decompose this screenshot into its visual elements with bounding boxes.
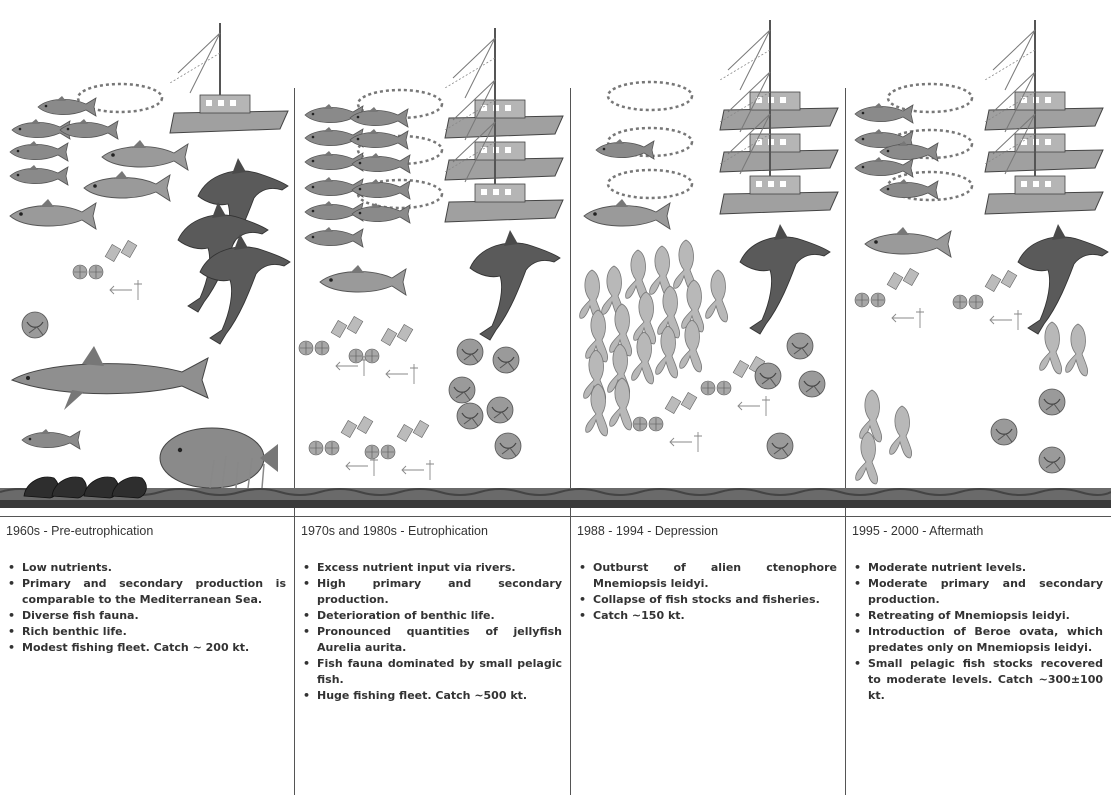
caption-divider [0,516,1111,517]
fish-icon [10,199,96,229]
jellyfish-icon [755,363,781,389]
list-item: Small pelagic fish stocks recovered to m… [852,656,1103,704]
fish-icon [38,96,96,116]
list-item: Excess nutrient input via rivers. [301,560,562,576]
plankton-icon [73,240,142,300]
fishing-boat-icon [170,23,288,133]
shark-icon [12,346,208,410]
ctenophore-icon [706,270,728,322]
jellyfish-icon [487,397,513,423]
panel-title: 1995 - 2000 - Aftermath [852,524,1103,538]
panel-1-caption: 1960s - Pre-eutrophication Low nutrients… [0,518,294,793]
panel-3-scene [580,20,838,459]
plankton-icon [365,420,434,480]
plankton-icon [349,324,418,384]
net-icon [608,170,692,198]
list-item: Introduction of Beroe ovata, which preda… [852,624,1103,656]
ctenophore-icon [1066,324,1088,376]
mussel-icon [52,477,86,498]
fish-icon [320,265,406,295]
panel-title: 1988 - 1994 - Depression [577,524,837,538]
fishing-boat-icon [985,20,1103,130]
fish-icon [596,139,654,159]
panel-2-scene [299,28,563,480]
list-item: Catch ~150 kt. [577,608,837,624]
mussel-icon [112,477,146,498]
jellyfish-icon [495,433,521,459]
fishing-boat-icon [445,28,563,138]
jellyfish-icon [493,347,519,373]
ctenophore-icon [890,406,912,458]
list-item: Moderate primary and secondary productio… [852,576,1103,608]
net-icon [608,82,692,110]
plankton-icon [299,316,368,376]
ctenophore-icon [856,432,878,484]
list-item: Collapse of fish stocks and fisheries. [577,592,837,608]
plankton-icon [953,270,1022,330]
fish-icon [22,429,80,449]
list-item: Fish fauna dominated by small pelagic fi… [301,656,562,688]
jellyfish-icon [1039,447,1065,473]
list-item: Retreating of Mnemiopsis leidyi. [852,608,1103,624]
fishing-boat-icon [720,20,838,130]
panel-4-caption: 1995 - 2000 - Aftermath Moderate nutrien… [846,518,1111,793]
jellyfish-icon [22,312,48,338]
jellyfish-icon [991,419,1017,445]
panel-title: 1970s and 1980s - Eutrophication [301,524,562,538]
panel-2-caption: 1970s and 1980s - Eutrophication Excess … [295,518,570,793]
fish-icon [305,151,363,171]
plankton-icon [855,268,924,328]
fish-icon [10,141,68,161]
list-item: Primary and secondary production is comp… [6,576,286,608]
fish-icon [855,103,913,123]
bullet-list: Excess nutrient input via rivers. High p… [301,560,562,704]
list-item: Huge fishing fleet. Catch ~500 kt. [301,688,562,704]
fish-icon [865,227,951,257]
plankton-icon [633,392,702,452]
dolphin-icon [1018,224,1108,334]
jellyfish-icon [457,403,483,429]
jellyfish-icon [767,433,793,459]
list-item: High primary and secondary production. [301,576,562,608]
jellyfish-icon [799,371,825,397]
panel-4-scene [855,20,1108,484]
panel-1-scene [10,23,290,498]
dolphin-icon [740,224,830,334]
panel-3-caption: 1988 - 1994 - Depression Outburst of ali… [571,518,845,793]
fish-icon [584,199,670,229]
bullet-list: Low nutrients. Primary and secondary pro… [6,560,286,656]
list-item: Diverse fish fauna. [6,608,286,624]
fish-icon [305,201,363,221]
fish-icon [84,171,170,201]
jellyfish-icon [787,333,813,359]
list-item: Pronounced quantities of jellyfish Aurel… [301,624,562,656]
ctenophore-icon [1040,322,1062,374]
flatfish-icon [160,428,278,488]
fish-icon [305,227,363,247]
net-icon [888,84,972,112]
fish-icon [305,177,363,197]
dolphin-icon [470,230,560,340]
list-item: Modest fishing fleet. Catch ~ 200 kt. [6,640,286,656]
list-item: Deterioration of benthic life. [301,608,562,624]
jellyfish-icon [449,377,475,403]
fish-icon [10,165,68,185]
fish-icon [102,140,188,170]
panel-title: 1960s - Pre-eutrophication [6,524,286,538]
list-item: Outburst of alien ctenophore Mnemiopsis … [577,560,837,592]
list-item: Rich benthic life. [6,624,286,640]
jellyfish-icon [1039,389,1065,415]
jellyfish-icon [457,339,483,365]
bullet-list: Moderate nutrient levels. Moderate prima… [852,560,1103,704]
list-item: Low nutrients. [6,560,286,576]
list-item: Moderate nutrient levels. [852,560,1103,576]
bullet-list: Outburst of alien ctenophore Mnemiopsis … [577,560,837,624]
